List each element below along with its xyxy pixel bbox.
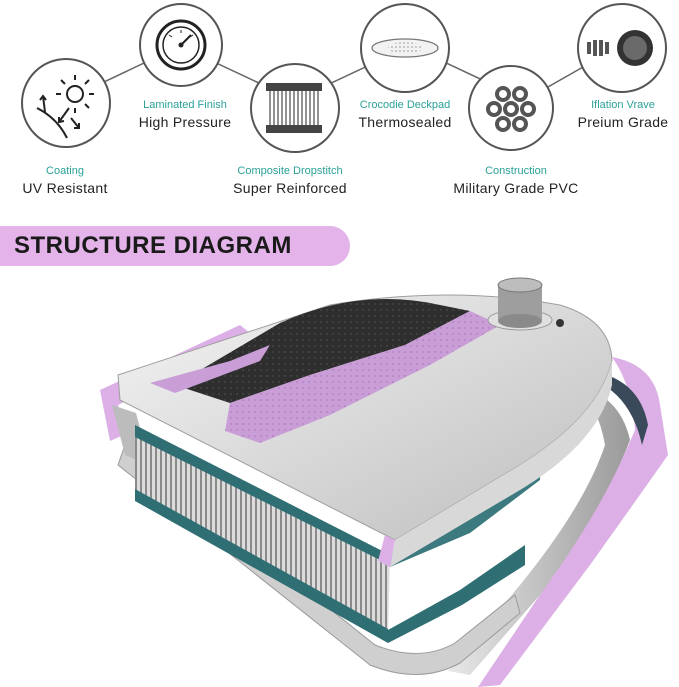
- dropstitch-feature-label: Composite Dropstitch Super Reinforced: [220, 165, 360, 197]
- valve-icon: [587, 30, 653, 66]
- deckpad-feature-circle: [360, 3, 450, 93]
- pvc-feature-circle: [468, 65, 554, 151]
- deckpad-feature-main: Thermosealed: [358, 114, 452, 130]
- dropstitch-feature-main: Super Reinforced: [233, 180, 347, 196]
- deckpad-icon: [371, 38, 439, 58]
- construction-feature-main: Military Grade PVC: [453, 180, 579, 196]
- deckpad-feature-label: Crocodie Deckpad Thermosealed: [345, 99, 465, 131]
- structure-diagram-title: STRUCTURE DIAGRAM: [14, 232, 292, 259]
- deckpad-purple: [225, 311, 500, 443]
- uv-feature-main: UV Resistant: [22, 180, 108, 196]
- pressure-feature-sub: Laminated Finish: [143, 99, 227, 111]
- valve-illustration: [487, 277, 564, 331]
- sun-icon: [36, 75, 94, 139]
- deckpad-tail-purple: [150, 345, 270, 393]
- board-cross-section-illustration: [100, 277, 668, 687]
- front-purple-edge: [378, 535, 395, 567]
- uv-feature-sub: Coating: [46, 165, 84, 177]
- dropstitch-feature-sub: Composite Dropstitch: [237, 165, 343, 177]
- deckpad-dark: [175, 299, 470, 403]
- pressure-feature-circle: [139, 3, 223, 87]
- construction-feature-label: Construction Military Grade PVC: [436, 165, 596, 197]
- uv-feature-circle: [21, 58, 111, 148]
- uv-feature-label: Coating UV Resistant: [15, 165, 115, 197]
- valve-feature-sub: Iflation Vrave: [591, 99, 655, 111]
- dropstitch-feature-circle: [250, 63, 340, 153]
- pressure-feature-label: Laminated Finish High Pressure: [125, 99, 245, 131]
- valve-feature-label: Iflation Vrave Preium Grade: [568, 99, 678, 131]
- bottom-skin-layer: [117, 444, 521, 675]
- structure-diagram-banner: STRUCTURE DIAGRAM: [0, 226, 350, 266]
- deckpad-feature-sub: Crocodie Deckpad: [359, 99, 451, 111]
- construction-feature-sub: Construction: [485, 165, 547, 177]
- top-rail-front: [390, 360, 612, 567]
- pvc-tubes-icon: [486, 86, 536, 132]
- pressure-gauge-icon: [155, 19, 207, 71]
- pressure-feature-main: High Pressure: [138, 114, 232, 130]
- dropstitch-icon: [266, 83, 322, 133]
- valve-feature-main: Preium Grade: [577, 114, 669, 130]
- dropstitch-core: [135, 425, 540, 643]
- valve-feature-circle: [577, 3, 667, 93]
